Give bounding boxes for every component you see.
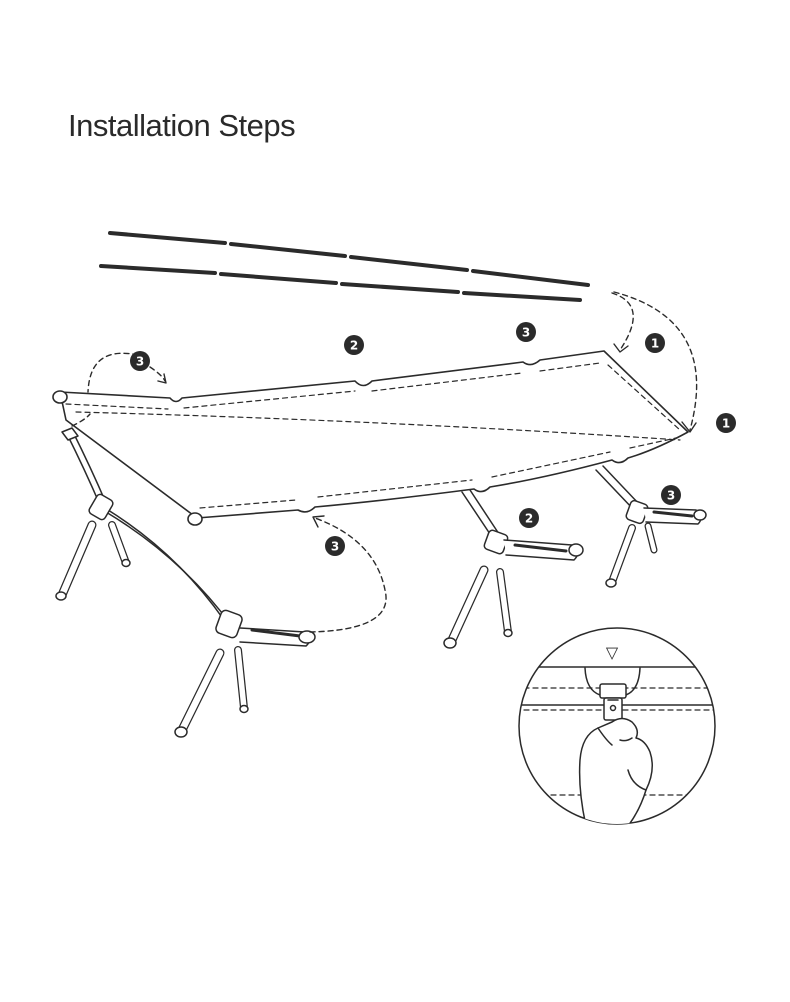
cot-fabric	[52, 350, 689, 526]
instruction-arrows	[71, 291, 698, 633]
svg-text:3: 3	[331, 540, 339, 554]
upper-pole	[108, 231, 590, 287]
step-badge-3-left: 3	[130, 351, 150, 371]
step-badge-2-leg: 2	[519, 508, 539, 528]
page-title: Installation Steps	[68, 108, 296, 143]
svg-text:3: 3	[522, 326, 530, 340]
svg-text:2: 2	[350, 339, 358, 353]
middle-leg	[443, 489, 584, 649]
step-badge-3-leg-right: 3	[661, 485, 681, 505]
svg-text:1: 1	[651, 337, 659, 351]
svg-text:2: 2	[525, 512, 533, 526]
svg-text:1: 1	[722, 417, 730, 431]
step-badge-1-top: 1	[645, 333, 665, 353]
lower-pole	[99, 264, 582, 302]
arrow-heads	[157, 343, 697, 528]
detail-inset: ▽	[518, 627, 716, 825]
step-badge-3-bottom: 3	[325, 536, 345, 556]
svg-text:3: 3	[667, 489, 675, 503]
svg-text:3: 3	[136, 355, 144, 369]
step-badge-1-right: 1	[716, 413, 736, 433]
left-leg-frame	[55, 427, 316, 738]
step-badge-2-top: 2	[344, 335, 364, 355]
right-leg	[595, 465, 707, 588]
down-triangle-icon: ▽	[606, 643, 619, 662]
step-badge-3-top-right: 3	[516, 322, 536, 342]
